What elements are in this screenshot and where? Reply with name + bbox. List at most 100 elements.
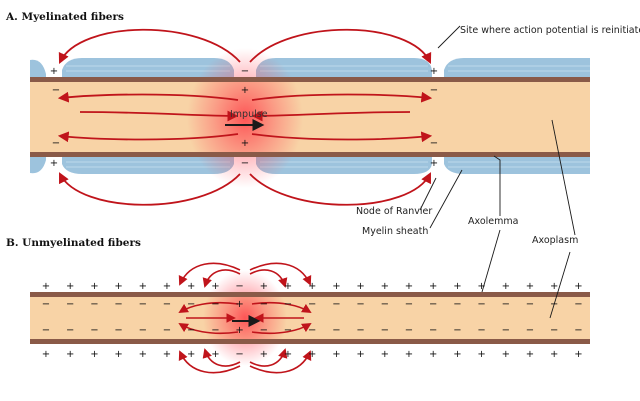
panel-b-title: B. Unmyelinated fibers bbox=[6, 237, 141, 249]
leader-lines-a bbox=[419, 25, 576, 236]
charge-sign: − bbox=[308, 299, 316, 310]
svg-text:−: − bbox=[52, 138, 60, 149]
svg-text:+: + bbox=[430, 66, 438, 77]
charge-sign: + bbox=[114, 281, 122, 292]
charge-sign: + bbox=[502, 349, 510, 360]
myelin-lamellae bbox=[66, 65, 590, 168]
svg-text:−: − bbox=[52, 85, 60, 96]
charge-sign: − bbox=[574, 299, 582, 310]
panel-a-title: A. Myelinated fibers bbox=[5, 11, 124, 23]
charge-sign: − bbox=[163, 325, 171, 336]
charge-sign: + bbox=[405, 281, 413, 292]
charge-signs-b: + + + + + + + + − + + + + + + + + + + + + + + − − − − − − − − + − − − − − − − −… bbox=[42, 281, 583, 360]
charge-sign: + bbox=[574, 349, 582, 360]
charge-sign: − bbox=[235, 349, 243, 360]
charge-sign: + bbox=[332, 349, 340, 360]
charge-sign: − bbox=[114, 299, 122, 310]
charge-sign: + bbox=[90, 281, 98, 292]
axolemma-label: Axolemma bbox=[468, 216, 518, 227]
site-label: Site where action potential is reinitiat… bbox=[460, 25, 640, 36]
charge-sign: + bbox=[260, 281, 268, 292]
charge-sign: + bbox=[356, 281, 364, 292]
charge-sign: − bbox=[90, 299, 98, 310]
charge-sign: − bbox=[163, 299, 171, 310]
charge-sign: − bbox=[381, 299, 389, 310]
current-arrows-b bbox=[178, 262, 312, 374]
charge-sign: + bbox=[332, 281, 340, 292]
charge-sign: + bbox=[66, 349, 74, 360]
charge-sign: + bbox=[453, 281, 461, 292]
charge-sign: + bbox=[187, 281, 195, 292]
charge-sign: + bbox=[477, 281, 485, 292]
svg-text:−: − bbox=[430, 85, 438, 96]
charge-sign: − bbox=[477, 299, 485, 310]
myelin-sheath-bottom bbox=[30, 156, 590, 174]
charge-sign: + bbox=[550, 349, 558, 360]
myelin-sheath-top bbox=[30, 58, 590, 78]
charge-sign: − bbox=[405, 325, 413, 336]
axolemma-bottom-a bbox=[30, 152, 590, 157]
charge-sign: + bbox=[139, 281, 147, 292]
impulse-label: Impulse bbox=[230, 109, 268, 120]
current-arrows-inner-a bbox=[57, 91, 433, 143]
charge-sign: + bbox=[429, 281, 437, 292]
charge-sign: + bbox=[308, 281, 316, 292]
svg-text:+: + bbox=[50, 158, 58, 169]
svg-text:+: + bbox=[430, 158, 438, 169]
axoplasm-a bbox=[30, 80, 590, 154]
charge-sign: + bbox=[235, 299, 243, 310]
charge-sign: − bbox=[139, 325, 147, 336]
charge-sign: − bbox=[526, 325, 534, 336]
charge-sign: + bbox=[211, 349, 219, 360]
charge-sign: + bbox=[235, 325, 243, 336]
charge-sign: + bbox=[139, 349, 147, 360]
node-of-ranvier-label: Node of Ranvier bbox=[356, 206, 432, 217]
axolemma-bottom-b bbox=[30, 339, 590, 344]
charge-sign: + bbox=[211, 281, 219, 292]
charge-sign: − bbox=[42, 299, 50, 310]
charge-sign: − bbox=[139, 299, 147, 310]
charge-sign: − bbox=[332, 325, 340, 336]
charge-sign: + bbox=[381, 349, 389, 360]
charge-sign: − bbox=[356, 299, 364, 310]
charge-sign: + bbox=[42, 349, 50, 360]
charge-sign: − bbox=[453, 325, 461, 336]
axolemma-top-b bbox=[30, 292, 590, 297]
charge-sign: + bbox=[66, 281, 74, 292]
charge-sign: − bbox=[308, 325, 316, 336]
charge-sign: − bbox=[66, 299, 74, 310]
charge-sign: + bbox=[90, 349, 98, 360]
svg-text:−: − bbox=[430, 138, 438, 149]
charge-sign: + bbox=[114, 349, 122, 360]
axoplasm-b bbox=[30, 296, 590, 340]
charge-sign: − bbox=[502, 299, 510, 310]
charge-sign: + bbox=[356, 349, 364, 360]
charge-sign: + bbox=[260, 349, 268, 360]
current-arrows-outer-a bbox=[58, 28, 432, 206]
svg-text:+: + bbox=[241, 85, 249, 96]
charge-sign: − bbox=[66, 325, 74, 336]
charge-sign: − bbox=[187, 325, 195, 336]
charge-sign: − bbox=[187, 299, 195, 310]
charge-sign: − bbox=[284, 325, 292, 336]
charge-sign: − bbox=[42, 325, 50, 336]
charge-sign: − bbox=[211, 299, 219, 310]
charge-sign: + bbox=[502, 281, 510, 292]
charge-sign: − bbox=[211, 325, 219, 336]
charge-sign: − bbox=[550, 299, 558, 310]
charge-sign: − bbox=[284, 299, 292, 310]
myelin-sheath-label: Myelin sheath bbox=[362, 226, 428, 237]
charge-sign: − bbox=[502, 325, 510, 336]
charge-sign: − bbox=[332, 299, 340, 310]
charge-sign: + bbox=[526, 349, 534, 360]
charge-sign: − bbox=[405, 299, 413, 310]
charge-sign: − bbox=[235, 281, 243, 292]
charge-sign: − bbox=[260, 299, 268, 310]
charge-sign: + bbox=[42, 281, 50, 292]
svg-text:+: + bbox=[50, 66, 58, 77]
charge-sign: − bbox=[453, 299, 461, 310]
charge-sign: − bbox=[260, 325, 268, 336]
charge-sign: − bbox=[574, 325, 582, 336]
charge-sign: − bbox=[429, 325, 437, 336]
